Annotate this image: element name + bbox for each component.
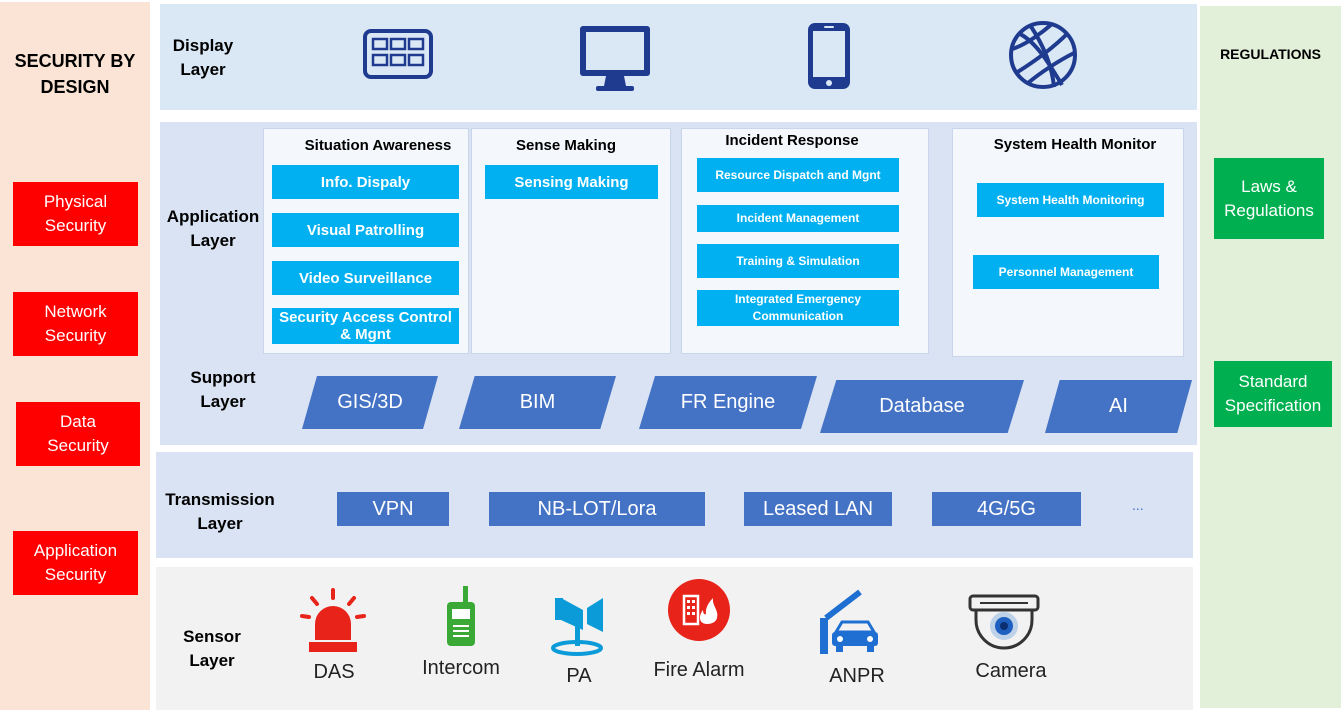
transmission-layer-label: Transmission Layer — [165, 490, 275, 533]
sense-making-title: Sense Making — [515, 137, 617, 154]
bim-box: BIM — [459, 376, 616, 429]
regulations-title: REGULATIONS — [1220, 46, 1321, 62]
sense-making-group — [471, 128, 671, 354]
resource-dispatch-box: Resource Dispatch and Mgnt — [697, 158, 899, 192]
monitor-icon — [580, 26, 650, 91]
fire-alarm-label: Fire Alarm — [653, 659, 745, 681]
security-by-design-column — [0, 2, 150, 710]
system-health-monitor-title: System Health Monitor — [993, 136, 1157, 153]
smartphone-icon — [808, 23, 850, 89]
training-simulation-box: Training & Simulation — [697, 244, 899, 278]
sensing-making-box: Sensing Making — [485, 165, 658, 199]
vpn-box: VPN — [337, 492, 449, 526]
camera-label: Camera — [975, 660, 1047, 682]
info-display-box: Info. Dispaly — [272, 165, 459, 199]
display-layer-panel — [160, 4, 1197, 110]
gis-3d-box: GIS/3D — [302, 376, 438, 429]
leased-lan-box: Leased LAN — [744, 492, 892, 526]
integrated-emergency-communication-box: Integrated Emergency Communication — [697, 290, 899, 326]
incident-response-title: Incident Response — [725, 132, 859, 149]
dome-camera-icon — [968, 594, 1040, 650]
incident-management-box: Incident Management — [697, 205, 899, 232]
database-box: Database — [820, 380, 1024, 433]
system-health-monitor-group — [952, 128, 1184, 357]
security-by-design-title: SECURITY BY DESIGN — [14, 51, 136, 97]
personnel-management-box: Personnel Management — [973, 255, 1159, 289]
video-wall-icon — [363, 29, 433, 79]
situation-awareness-title: Situation Awareness — [304, 137, 452, 154]
security-access-control-box: Security Access Control & Mgnt — [272, 308, 459, 344]
das-label: DAS — [313, 661, 355, 683]
more-ellipsis: ... — [1132, 497, 1144, 513]
laws-regulations-box: Laws &Regulations — [1214, 158, 1324, 239]
globe-icon — [1009, 21, 1077, 89]
intercom-label: Intercom — [422, 657, 500, 679]
loudspeaker-icon — [551, 598, 603, 656]
regulations-column — [1200, 6, 1341, 708]
system-health-monitoring-box: System Health Monitoring — [977, 183, 1164, 217]
display-layer-label: Display Layer — [172, 36, 234, 79]
pa-label: PA — [566, 665, 592, 687]
ai-box: AI — [1045, 380, 1192, 433]
sensor-layer-label: Sensor Layer — [183, 627, 241, 670]
fr-engine-box: FR Engine — [639, 376, 817, 429]
fire-alarm-icon — [668, 579, 730, 641]
nb-lot-lora-box: NB-LOT/Lora — [489, 492, 705, 526]
application-layer-label: Application Layer — [166, 207, 260, 250]
alarm-light-icon — [300, 588, 366, 652]
walkie-talkie-icon — [447, 586, 475, 646]
barrier-car-icon — [820, 589, 878, 654]
anpr-label: ANPR — [829, 665, 885, 687]
video-surveillance-box: Video Surveillance — [272, 261, 459, 295]
4g-5g-box: 4G/5G — [932, 492, 1081, 526]
support-layer-label: Support Layer — [190, 368, 256, 411]
visual-patrolling-box: Visual Patrolling — [272, 213, 459, 247]
